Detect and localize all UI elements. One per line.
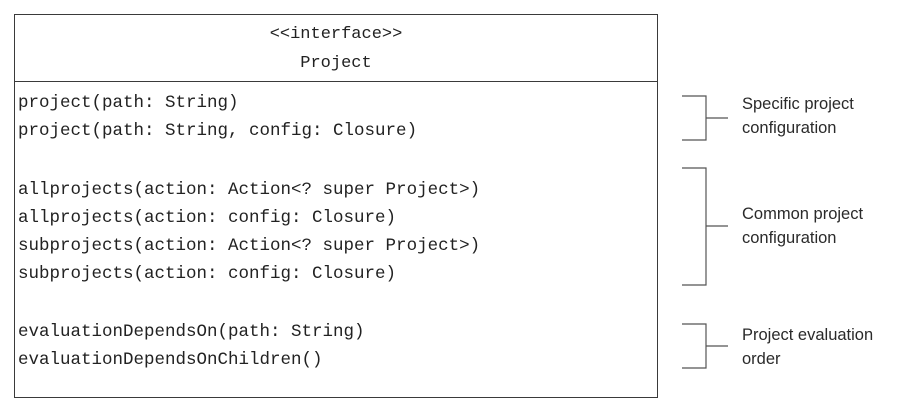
note-common-project-configuration: Common project configuration (742, 202, 863, 250)
interface-box: <<interface>> Project (14, 14, 658, 398)
method-allprojects-action: allprojects(action: Action<? super Proje… (18, 180, 481, 200)
interface-header: <<interface>> Project (15, 15, 657, 82)
note-line: Common project (742, 205, 864, 223)
note-line: order (742, 350, 781, 368)
method-evaluation-depends-on: evaluationDependsOn(path: String) (18, 322, 365, 342)
method-subprojects-action: subprojects(action: Action<? super Proje… (18, 236, 481, 256)
method-allprojects-config: allprojects(action: config: Closure) (18, 208, 397, 228)
method-project-path-config: project(path: String, config: Closure) (18, 121, 418, 141)
note-line: Specific project (742, 95, 854, 113)
note-specific-project-configuration: Specific project configuration (742, 92, 854, 140)
method-evaluation-depends-on-children: evaluationDependsOnChildren() (18, 350, 323, 370)
bracket-specific-config (682, 95, 728, 141)
bracket-evaluation-order (682, 323, 728, 369)
note-project-evaluation-order: Project evaluation order (742, 323, 873, 371)
note-line: configuration (742, 229, 837, 247)
note-line: configuration (742, 119, 837, 137)
method-subprojects-config: subprojects(action: config: Closure) (18, 264, 397, 284)
interface-name: Project (300, 54, 372, 73)
note-line: Project evaluation (742, 326, 874, 344)
stereotype-label: <<interface>> (269, 25, 403, 44)
method-project-path: project(path: String) (18, 93, 239, 113)
bracket-common-config (682, 167, 728, 286)
